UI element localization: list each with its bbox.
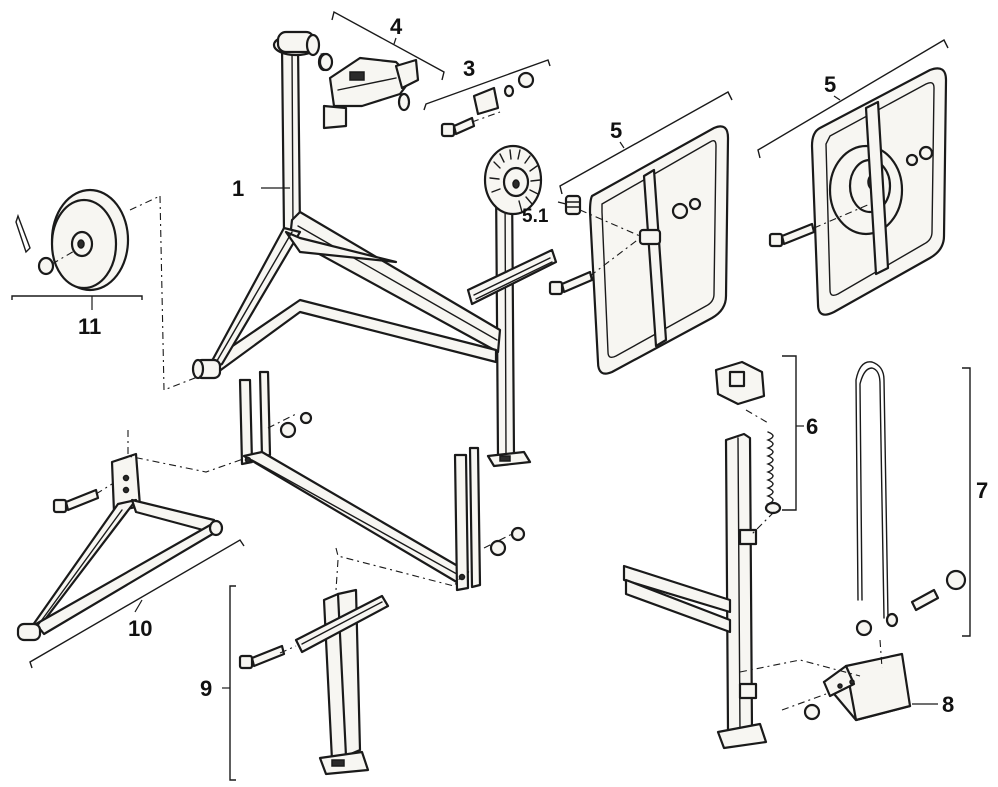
label-support-leg: 9 — [200, 676, 212, 701]
plate-left — [548, 125, 730, 375]
wheel-assembly — [15, 188, 161, 292]
spring-assembly — [714, 360, 782, 515]
vertical-post-right — [622, 432, 768, 750]
bolt-9 — [238, 644, 286, 670]
label-spring-assembly: 6 — [806, 414, 818, 439]
label-wheel: 11 — [78, 314, 101, 339]
label-clamp-head: 4 — [390, 14, 403, 39]
label-plate-right: 5 — [824, 72, 836, 97]
label-plate-left: 5 — [610, 118, 622, 143]
label-foot-plate: 8 — [942, 692, 954, 717]
bolt-3 — [440, 116, 476, 138]
foot-plate — [803, 652, 912, 722]
label-plate-detail: 5.1 — [522, 206, 549, 227]
clamp-head-assembly — [317, 52, 420, 130]
callout-brackets — [11, 10, 971, 781]
assembly-lines — [95, 51, 883, 711]
bolt-5-right — [768, 222, 816, 248]
label-a-frame-leg: 10 — [128, 616, 152, 641]
support-leg — [238, 588, 390, 776]
bolt-5 — [548, 270, 594, 296]
wire-rope — [855, 361, 967, 637]
fasteners — [279, 52, 526, 557]
label-frame: 1 — [232, 176, 244, 201]
label-bracket: 3 — [463, 56, 475, 81]
bolt-10 — [52, 488, 100, 514]
a-frame-leg — [16, 452, 224, 642]
frame-assembly — [191, 30, 558, 468]
bracket-assembly — [440, 71, 535, 138]
plate-right — [768, 67, 948, 316]
lower-frame — [238, 370, 482, 592]
label-wire-rope: 7 — [976, 478, 988, 503]
part-labels: 1 3 4 5 5 5.1 6 7 8 9 10 11 — [78, 14, 988, 717]
plate-detail-spring — [564, 194, 582, 216]
